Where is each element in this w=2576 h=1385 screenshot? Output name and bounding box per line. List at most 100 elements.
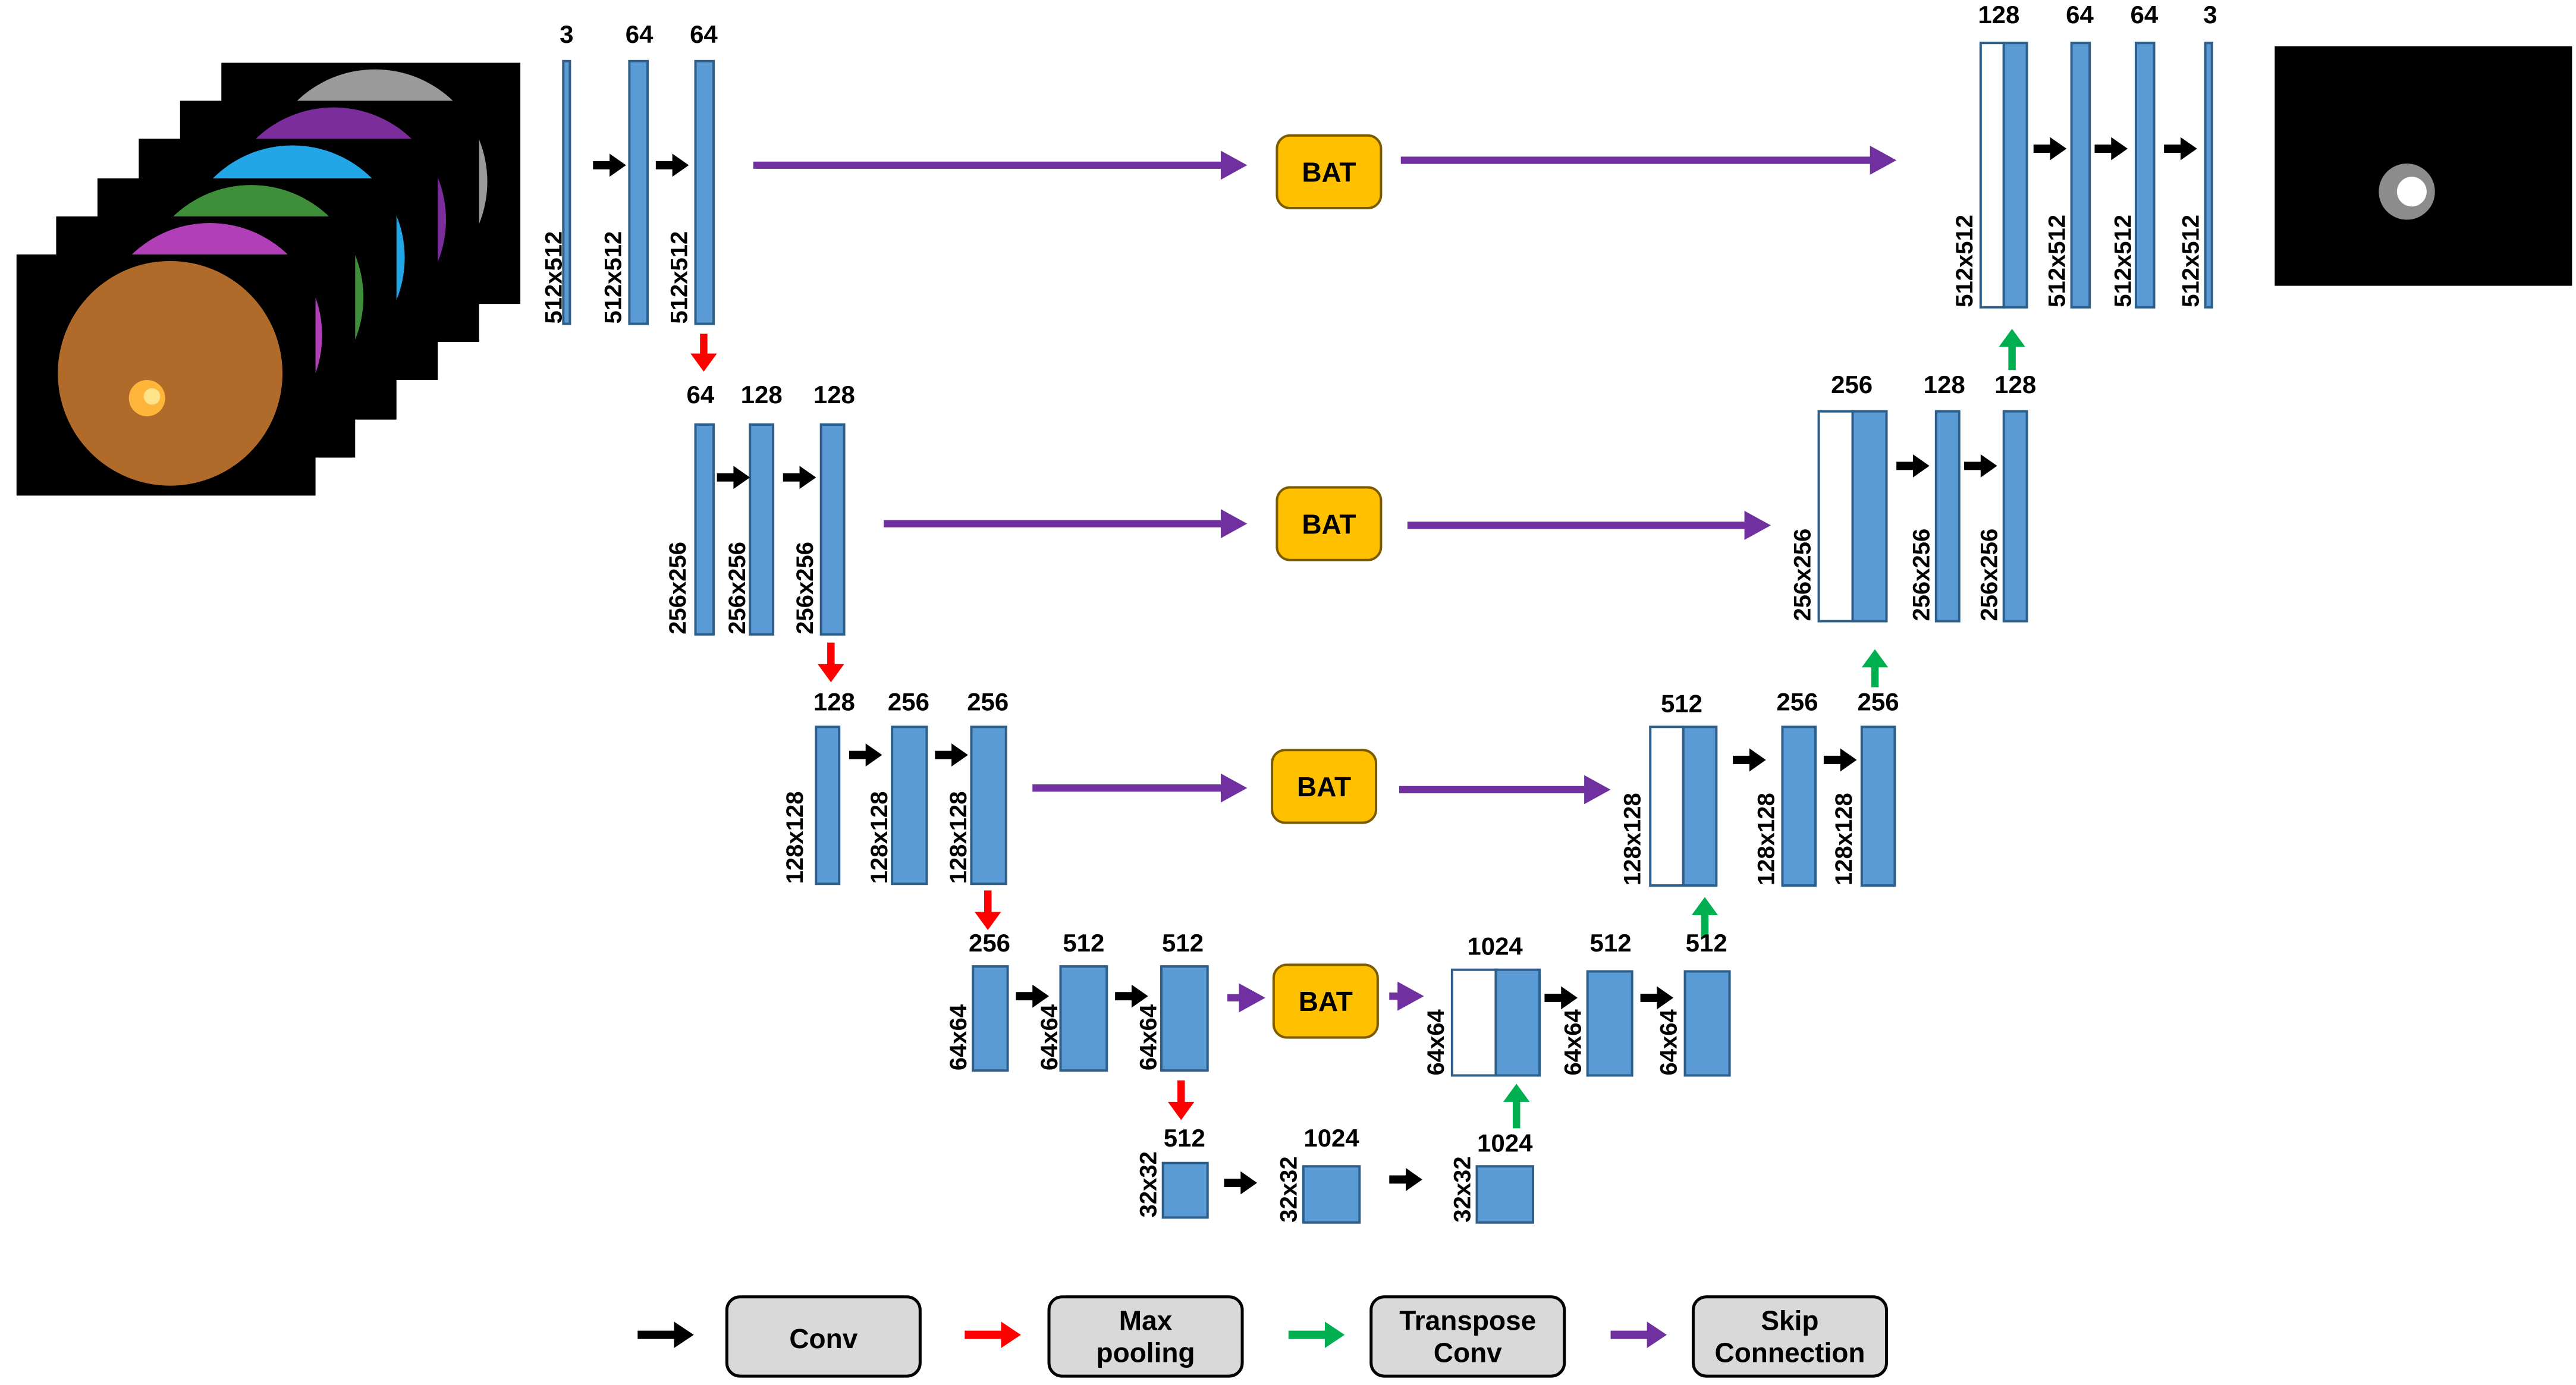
conv-block: [1160, 965, 1209, 1072]
feature-map-block: [1475, 1165, 1534, 1224]
conv-block: [891, 726, 928, 885]
conv-arrow: [1896, 454, 1930, 478]
spatial-size-label: 512x512: [541, 231, 567, 324]
upsampled-block: [2002, 42, 2028, 309]
skip-connection-arrow: [884, 509, 1248, 539]
conv-block: [694, 59, 715, 325]
spatial-size-label: 256x256: [1977, 529, 2003, 621]
skip-concat-block: [1649, 726, 1685, 887]
conv-block: [628, 59, 649, 325]
skip-connection-arrow: [1032, 773, 1248, 803]
conv-arrow: [717, 466, 750, 489]
conv-block: [2002, 410, 2028, 623]
max-pooling-arrow: [975, 890, 1001, 931]
feature-map-block: [562, 59, 571, 325]
conv-block: [2134, 42, 2156, 309]
conv-block: [749, 423, 775, 636]
input-image-stack: [16, 62, 521, 496]
conv-block: [970, 726, 1007, 885]
upconv-legend-box: [1369, 1295, 1566, 1378]
feature-map-block: [1860, 726, 1896, 887]
spatial-size-label: 256x256: [724, 542, 750, 635]
conv-arrow: [2164, 137, 2197, 161]
block-labels: 3512x51264512x51264512x51264256x25612825…: [541, 1, 2217, 1223]
feature-map-block: [1302, 1165, 1361, 1224]
transpose-conv-arrow: [1861, 649, 1889, 687]
spatial-size-label: 512x512: [2178, 215, 2204, 307]
feature-map-block: [694, 59, 715, 325]
feature-map-block: [1649, 726, 1718, 887]
channel-count-label: 3: [2203, 1, 2217, 29]
skip-concat-block: [1979, 42, 2005, 309]
conv-block: [1781, 726, 1817, 887]
spatial-size-label: 512x512: [2110, 215, 2137, 307]
conv-arrow: [783, 466, 816, 489]
channel-count-label: 512: [1686, 929, 1727, 957]
channel-count-label: 64: [687, 381, 715, 409]
conv-legend-label: Conv: [789, 1323, 857, 1354]
channel-count-label: 64: [2130, 1, 2158, 29]
conv-block: [1475, 1165, 1534, 1224]
channel-count-label: 128: [1978, 1, 2019, 29]
bat-label: BAT: [1297, 771, 1351, 802]
bat-label: BAT: [1299, 986, 1353, 1017]
channel-count-label: 512: [1661, 689, 1702, 717]
spatial-size-label: 128x128: [866, 791, 893, 884]
spatial-size-label: 256x256: [1790, 529, 1816, 621]
feature-map-block: [1161, 1161, 1209, 1219]
channel-count-label: 128: [1924, 370, 1965, 398]
channel-count-label: 1024: [1477, 1129, 1533, 1157]
spatial-size-label: 256x256: [792, 542, 818, 635]
skip-connection-arrow: [1227, 983, 1265, 1013]
skip-concat-block: [1450, 968, 1497, 1077]
upsampled-block: [1851, 410, 1888, 623]
spatial-size-label: 64x64: [1036, 1004, 1063, 1070]
channel-count-label: 1024: [1303, 1124, 1359, 1152]
channel-count-label: 256: [1858, 688, 1899, 716]
optic-cup-mask: [2396, 177, 2427, 207]
channel-count-label: 256: [967, 688, 1009, 716]
output-segmentation-mask: [2275, 46, 2572, 286]
pool-legend-arrow: [965, 1321, 1021, 1348]
spatial-size-label: 32x32: [1276, 1156, 1302, 1222]
feature-map-block: [1683, 970, 1731, 1077]
max-pooling-arrow: [1168, 1080, 1195, 1120]
channel-count-label: 512: [1162, 929, 1204, 957]
skip-connection-arrow: [753, 150, 1248, 180]
transpose-conv-arrow: [1999, 328, 2025, 370]
skip-connection-arrow: [1407, 510, 1771, 540]
channel-count-label: 256: [1776, 688, 1818, 716]
feature-map-block: [2204, 42, 2213, 309]
channel-count-label: 128: [1994, 370, 2036, 398]
conv-arrow: [849, 743, 882, 767]
spatial-size-label: 64x64: [1136, 1004, 1162, 1070]
conv-arrow: [1823, 748, 1857, 772]
conv-block: [1934, 410, 1961, 623]
channel-count-label: 256: [1831, 370, 1873, 398]
conv-arrow: [593, 153, 626, 177]
feature-map-block: [1817, 410, 1888, 623]
conv-block: [1683, 970, 1731, 1077]
spatial-size-label: 32x32: [1449, 1156, 1475, 1222]
max-pooling-arrow: [818, 642, 844, 683]
feature-map-block: [749, 423, 775, 636]
conv-arrow: [1224, 1171, 1258, 1195]
channel-count-label: 512: [1063, 929, 1104, 957]
channel-count-label: 512: [1590, 929, 1632, 957]
conv-block: [1302, 1165, 1361, 1224]
feature-map-block: [628, 59, 649, 325]
spatial-size-label: 128x128: [782, 791, 808, 884]
conv-arrow: [1733, 748, 1766, 772]
legend-item-conv: Conv: [637, 1295, 922, 1378]
feature-map-block: [1934, 410, 1961, 623]
spatial-size-label: 128x128: [1831, 793, 1857, 885]
conv-arrow: [1964, 454, 1997, 478]
conv-arrow: [1640, 986, 1674, 1010]
conv-arrow: [1016, 984, 1050, 1008]
channel-count-label: 3: [560, 20, 573, 48]
channel-count-label: 256: [969, 929, 1010, 957]
feature-map-block: [1450, 968, 1541, 1077]
